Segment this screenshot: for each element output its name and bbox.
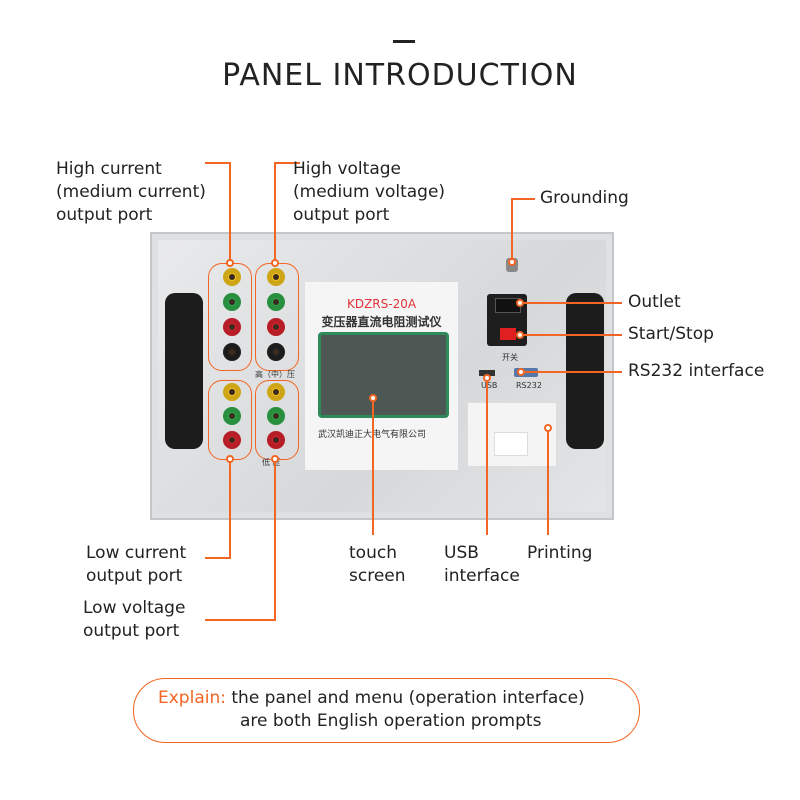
touch-screen[interactable] [318,332,449,418]
terminal-jack [223,431,241,449]
label-low-voltage: Low voltage output port [83,598,186,641]
printer-slot [494,432,528,456]
label-outlet: Outlet [628,292,681,312]
label-start-stop: Start/Stop [628,324,714,344]
rs232-label: RS232 [516,381,542,390]
label-rs232: RS232 interface [628,361,765,381]
terminal-jack [267,343,285,361]
high-group-label: 高（中）压 [255,370,295,379]
terminal-jack [267,407,285,425]
power-switch[interactable] [500,328,516,340]
model-name: KDZRS-20A [346,297,417,311]
terminal-jack [223,343,241,361]
line-high-voltage [274,162,300,263]
label-usb: USB interface [444,543,520,586]
label-high-current: High current (medium current) output por… [56,159,206,225]
terminal-jack [267,318,285,336]
device-name: 变压器直流电阻测试仪 [321,315,442,329]
page-title: PANEL INTRODUCTION [222,58,578,93]
low-group-label: 低 压 [262,458,281,467]
explain-line-1: Explain: the panel and menu (operation i… [158,687,585,710]
usb-port[interactable] [479,370,495,376]
title-dash [393,40,415,43]
explain-prefix: Explain: [158,688,226,708]
terminal-jack [223,293,241,311]
terminal-jack [223,383,241,401]
terminal-jack [223,268,241,286]
line-high-current [205,162,231,263]
label-high-voltage: High voltage (medium voltage) output por… [293,159,446,225]
switch-label: 开关 [502,353,518,362]
usb-label: USB [481,381,498,390]
line-low-voltage [205,459,276,621]
terminal-jack [223,407,241,425]
terminal-jack [267,293,285,311]
explain-text-1: the panel and menu (operation interface) [225,688,585,708]
terminal-jack [267,431,285,449]
label-touch-screen: touch screen [349,543,406,586]
explain-box [133,678,640,743]
terminal-jack [267,268,285,286]
label-low-current: Low current output port [86,543,187,586]
left-handle [165,293,203,449]
line-grounding [511,198,535,262]
explain-line-2: are both English operation prompts [240,711,542,731]
terminal-jack [223,318,241,336]
label-grounding: Grounding [540,188,629,208]
line-low-current [205,459,231,559]
label-printing: Printing [527,543,593,563]
terminal-jack [267,383,285,401]
